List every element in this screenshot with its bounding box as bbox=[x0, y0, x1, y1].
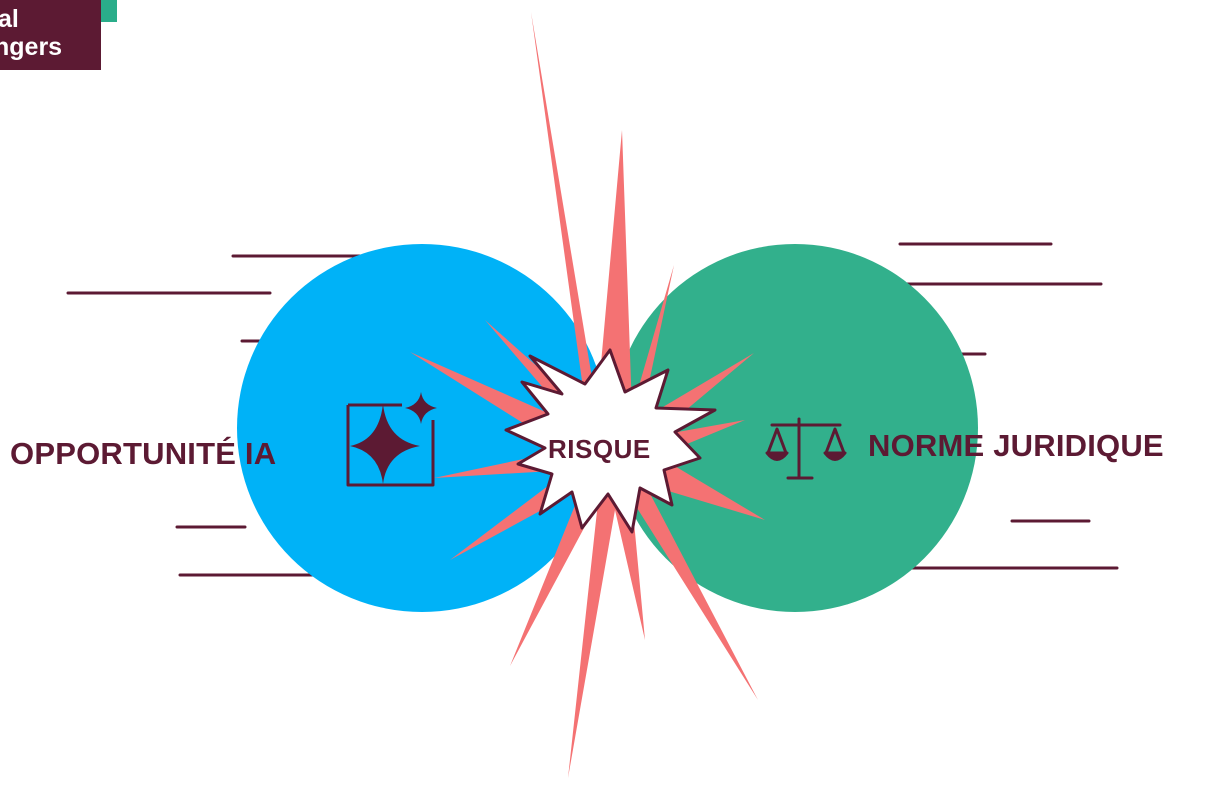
scales-right-pan bbox=[823, 451, 847, 461]
logo-text-line2: ngers bbox=[0, 33, 63, 61]
scales-right-strings bbox=[824, 427, 846, 455]
legal-norm-label: NORME JURIDIQUE bbox=[868, 428, 1164, 463]
logo-text-line1: al bbox=[0, 5, 19, 33]
scales-left-strings bbox=[766, 427, 788, 455]
sparkle-small bbox=[405, 392, 437, 424]
opportunity-label: OPPORTUNITÉ IA bbox=[10, 436, 277, 471]
brand-logo: al ngers bbox=[0, 0, 101, 70]
legal-norm-circle bbox=[612, 244, 978, 612]
sparkles-icon bbox=[346, 392, 437, 487]
scales-icon bbox=[765, 417, 847, 480]
logo-accent bbox=[101, 0, 117, 22]
burst-star bbox=[504, 348, 717, 534]
sparkle-large bbox=[350, 404, 420, 484]
risk-label: RISQUE bbox=[548, 434, 651, 464]
scales-left-pan bbox=[765, 451, 789, 461]
sparkles-frame bbox=[346, 405, 435, 487]
